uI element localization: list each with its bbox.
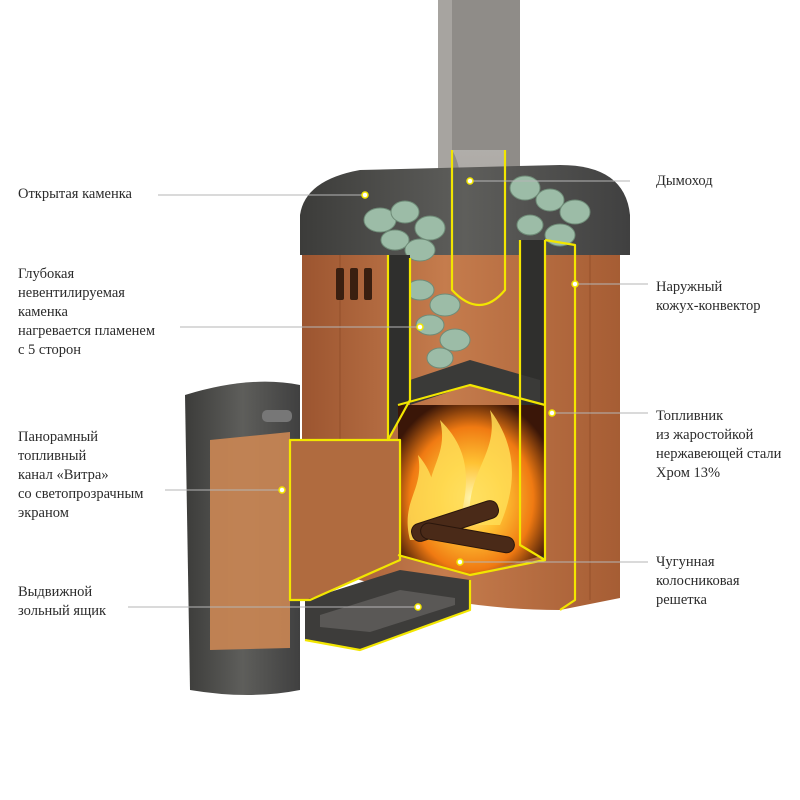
flames [407, 410, 512, 540]
inner-wall-left [388, 255, 410, 440]
label-deep-stones: Глубокая невентилируемая каменка нагрева… [18, 266, 156, 358]
door-handle [262, 410, 292, 422]
label-chimney: Дымоход [656, 173, 713, 189]
leader-lines [128, 180, 648, 608]
leader-dots [278, 177, 579, 611]
cut-outlines [288, 150, 577, 652]
label-outer-casing: Наружный кожух-конвектор [656, 279, 761, 314]
label-grate: Чугунная колосниковая решетка [656, 554, 740, 608]
glass-panel [210, 432, 290, 650]
fuel-channel [290, 440, 400, 600]
label-ash-box: Выдвижной зольный ящик [18, 584, 107, 619]
vent-slots [336, 268, 372, 300]
stones [363, 175, 591, 369]
label-open-stones: Открытая каменка [18, 186, 132, 202]
logs [411, 500, 515, 554]
label-glass-channel: Панорамный топливный канал «Витра» со св… [18, 429, 144, 521]
label-firebox: Топливник из жаростойкой нержавеющей ста… [656, 408, 782, 481]
